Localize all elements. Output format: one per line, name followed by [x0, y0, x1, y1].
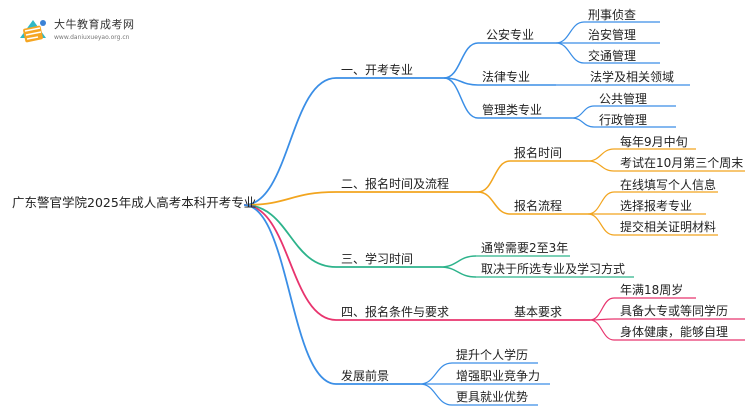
- branch-1-sub-1: 公安专业: [486, 28, 535, 42]
- branch-1-sub-1-leaf-1-connector: [555, 21, 585, 44]
- branch-1-connector: [243, 77, 337, 206]
- branch-4-sub-1-leaf-3-connector: [589, 319, 615, 341]
- branch-4-sub-1: 基本要求: [514, 305, 563, 319]
- branch-5-leaf-1-connector: [419, 362, 453, 385]
- branch-1-sub-3-connector: [443, 77, 479, 119]
- branch-2-sub-2-leaf-1-connector: [587, 191, 615, 215]
- branch-2-sub-1-leaf-2-connector: [587, 160, 615, 172]
- branch-2-sub-2-leaf-3-connector: [587, 213, 615, 236]
- branch-2-sub-2-leaf-1: 在线填写个人信息: [620, 178, 717, 192]
- branch-1-sub-2: 法律专业: [482, 70, 531, 84]
- branch-1-sub-1-leaf-2: 治安管理: [588, 28, 637, 42]
- branch-1-sub-3-leaf-2-connector: [571, 117, 595, 128]
- site-logo: 大牛教育成考网 www.daniuxueyao.org.cn: [16, 14, 146, 48]
- logo-url: www.daniuxueyao.org.cn: [54, 34, 130, 41]
- branch-4-sub-1-leaf-1: 年满18周岁: [620, 283, 684, 297]
- branch-3-leaf-2-connector: [439, 266, 477, 278]
- branch-4-sub-1-leaf-3: 身体健康，能够自理: [620, 325, 729, 339]
- branch-3-label: 三、学习时间: [341, 252, 414, 266]
- branch-1-sub-1-connector: [443, 42, 479, 79]
- logo-badge-icon: [20, 20, 46, 43]
- branch-2-sub-1-connector: [477, 160, 511, 193]
- branch-4-sub-1-leaf-2: 具备大专或等同学历: [620, 304, 729, 318]
- branch-5-label: 发展前景: [341, 369, 390, 383]
- branch-5-leaf-3: 更具就业优势: [456, 390, 529, 404]
- branch-5-connector: [243, 204, 337, 385]
- branch-4-sub-1-leaf-1-connector: [589, 297, 615, 321]
- root-node: 广东警官学院2025年成人高考本科开考专业: [12, 195, 257, 210]
- branch-1-sub-3: 管理类专业: [482, 103, 543, 117]
- branch-1-sub-3-leaf-2: 行政管理: [599, 113, 648, 127]
- branch-1-sub-2-leaf-1: 法学及相关领域: [590, 70, 675, 84]
- branch-2-label: 二、报名时间及流程: [341, 177, 450, 191]
- branch-1-sub-1-leaf-1: 刑事侦查: [588, 8, 637, 22]
- branch-2-sub-1-leaf-2: 考试在10月第三个周末: [620, 156, 744, 170]
- branch-2-sub-2: 报名流程: [514, 199, 563, 213]
- branch-4-label: 四、报名条件与要求: [341, 305, 450, 319]
- branch-1-sub-1-leaf-3-connector: [555, 42, 585, 64]
- branch-1-sub-3-leaf-1: 公共管理: [599, 92, 648, 106]
- branch-2-sub-1-leaf-1-connector: [587, 148, 615, 162]
- branch-5-leaf-3-connector: [419, 383, 453, 406]
- branch-2-sub-1-leaf-1: 每年9月中旬: [620, 135, 688, 149]
- branch-5-leaf-1: 提升个人学历: [456, 348, 529, 362]
- branch-4-connector: [243, 204, 337, 321]
- branch-1-sub-1-leaf-3: 交通管理: [588, 49, 637, 63]
- branch-3-leaf-1-connector: [439, 255, 477, 268]
- branch-2-sub-2-connector: [477, 191, 511, 215]
- branch-1-sub-3-leaf-1-connector: [571, 105, 595, 119]
- branch-3-leaf-1: 通常需要2至3年: [481, 241, 569, 255]
- branch-5-leaf-2: 增强职业竞争力: [456, 369, 541, 383]
- branch-3-connector: [243, 204, 337, 268]
- branch-2-connector: [243, 191, 337, 206]
- branch-2-sub-2-leaf-2: 选择报考专业: [620, 199, 693, 213]
- logo-title: 大牛教育成考网: [54, 18, 135, 31]
- branch-2-sub-2-leaf-3: 提交相关证明材料: [620, 220, 717, 234]
- branch-3-leaf-2: 取决于所选专业及学习方式: [481, 262, 626, 276]
- branch-2-sub-1: 报名时间: [514, 146, 563, 160]
- branch-1-label: 一、开考专业: [341, 63, 414, 77]
